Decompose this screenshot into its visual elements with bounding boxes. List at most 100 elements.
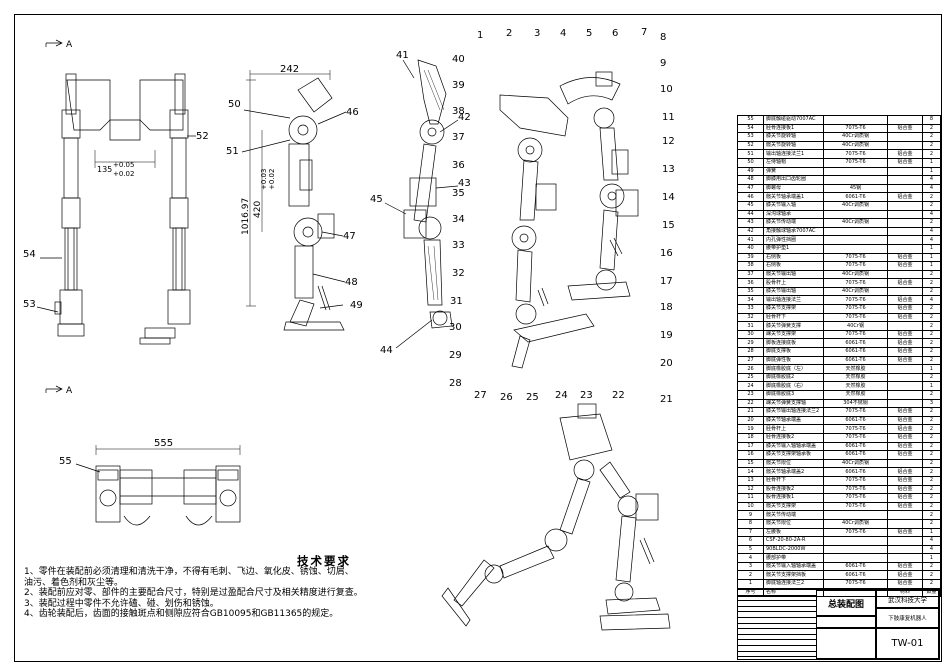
- callout-23: 23: [580, 390, 593, 401]
- bom-part-name: 胫骨杆下: [763, 312, 824, 323]
- bom-index: 52: [737, 140, 764, 151]
- callout-33: 33: [452, 240, 465, 251]
- bom-material: 7075-T6: [823, 407, 888, 417]
- bom-index: 38: [737, 261, 764, 271]
- bom-index: 53: [737, 132, 764, 142]
- callout-55: 55: [59, 456, 72, 467]
- callout-39: 39: [452, 80, 465, 91]
- bom-part-name: 髋关节传动端: [763, 510, 824, 520]
- bom-index: 36: [737, 278, 764, 288]
- bom-part-name: 膝关节输出轴连接法兰2: [763, 407, 824, 417]
- bom-part-name: 髋关节限位: [763, 518, 824, 529]
- bom-quantity: 2: [922, 432, 941, 443]
- bom-part-name: 左腰板: [763, 527, 824, 538]
- requirement-line: 1、零件在装配前必须清理和清洗干净，不得有毛刺、飞边、氧化皮、锈蚀、切屑、: [24, 567, 354, 578]
- section-mark-label: A: [66, 386, 73, 396]
- callout-29: 29: [449, 350, 462, 361]
- bom-quantity: 2: [922, 192, 941, 202]
- bom-material: 天然橡胶: [823, 372, 888, 383]
- bom-quantity: 2: [922, 200, 941, 211]
- bom-material: 7075-T6: [823, 157, 888, 168]
- bom-material-type: [887, 398, 923, 409]
- bom-material-type: 铝合金: [887, 475, 923, 486]
- bom-material: [823, 510, 888, 520]
- bom-index: 33: [737, 304, 764, 314]
- bom-material: 天然橡胶: [823, 364, 888, 374]
- bom-part-name: 踝关节支撑架: [763, 329, 824, 340]
- callout-5: 5: [586, 28, 592, 39]
- bom-quantity: 2: [922, 132, 941, 142]
- dimension-420-lower: +0.02: [268, 169, 276, 190]
- bom-quantity: 4: [922, 226, 941, 237]
- bom-part-name: 膝关节弹簧支撑: [763, 321, 824, 331]
- bom-material: 7075-T6: [823, 475, 888, 486]
- bom-part-name: 髋关节支撑架挡板: [763, 570, 824, 581]
- callout-34: 34: [452, 214, 465, 225]
- bom-part-name: 髋关节输出轴: [763, 269, 824, 280]
- bom-material: 40Cr调质钢: [823, 518, 888, 529]
- callout-32: 32: [452, 268, 465, 279]
- bom-material-type: 铝合金: [887, 261, 923, 271]
- title-block: 总装配图 武汉科技大学 下肢康复机器人 TW-01: [737, 589, 940, 660]
- bom-part-name: 脚底橡胶底3: [763, 390, 824, 400]
- bom-material: 7075-T6: [823, 501, 888, 512]
- bom-material-type: [887, 381, 923, 391]
- callout-31: 31: [450, 296, 463, 307]
- bom-quantity: 4: [922, 295, 941, 306]
- callout-18: 18: [660, 302, 673, 313]
- bom-quantity: 1: [922, 166, 941, 177]
- bom-quantity: 2: [922, 579, 941, 589]
- bom-quantity: 2: [922, 390, 941, 400]
- bom-material: 40Cr调质钢: [823, 286, 888, 297]
- section-mark-label: A: [66, 40, 73, 50]
- bom-quantity: 2: [922, 355, 941, 366]
- bom-material-type: 铝合金: [887, 149, 923, 159]
- bom-index: 25: [737, 372, 764, 383]
- bom-material-type: [887, 364, 923, 374]
- bom-quantity: 8: [922, 115, 941, 125]
- bom-material-type: [887, 218, 923, 228]
- bom-material: 304不锈钢: [823, 398, 888, 409]
- bom-index: 32: [737, 312, 764, 323]
- bom-index: 1: [737, 579, 764, 589]
- bom-part-name: 输出轴连接法兰: [763, 295, 824, 306]
- bom-quantity: 2: [922, 407, 941, 417]
- side-view: 242 1016.97 420 +0.03 +0.02 50 51: [226, 64, 363, 331]
- bom-index: 19: [737, 424, 764, 434]
- drawing-frame: [14, 14, 942, 662]
- bom-material: 7075-T6: [823, 527, 888, 538]
- bom-part-name: 膝关节传动端: [763, 218, 824, 228]
- callout-54: 54: [23, 249, 36, 260]
- bom-quantity: 2: [922, 123, 941, 134]
- bom-index: 23: [737, 390, 764, 400]
- bom-material-type: 铝合金: [887, 329, 923, 340]
- bom-material-type: [887, 286, 923, 297]
- bom-quantity: 2: [922, 518, 941, 529]
- callout-25: 25: [526, 392, 539, 403]
- bom-material: 7075-T6: [823, 579, 888, 589]
- bom-material-type: [887, 115, 923, 125]
- callout-52: 52: [196, 131, 209, 142]
- bom-material-type: [887, 458, 923, 469]
- callout-46: 46: [346, 107, 359, 118]
- bom-index: 5: [737, 544, 764, 555]
- bom-material-type: [887, 269, 923, 280]
- bom-index: 16: [737, 450, 764, 460]
